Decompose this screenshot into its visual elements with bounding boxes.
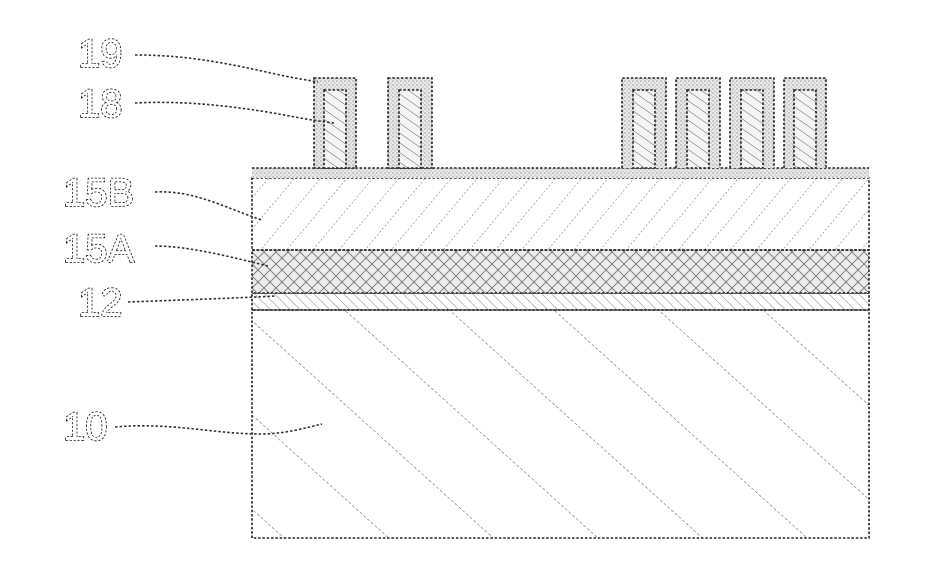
leader-10 (114, 423, 323, 435)
layer-15a-outline (251, 249, 870, 294)
substrate-layer-10 (252, 310, 869, 538)
layer-12-outline (251, 292, 870, 311)
leader-18 (134, 101, 335, 124)
label-19: 19 (78, 32, 123, 76)
fin-4 (686, 89, 710, 169)
label-18: 18 (78, 82, 123, 126)
leader-19 (134, 54, 319, 83)
label-15b: 15B (63, 171, 134, 215)
layer-15b-outline (251, 177, 870, 251)
layer-15a (252, 250, 869, 293)
label-15a: 15A (63, 227, 134, 271)
fin-2 (387, 77, 433, 169)
fin-3 (632, 89, 656, 169)
fin-5 (740, 89, 764, 169)
liner-19-top (252, 168, 869, 178)
fin-cluster (621, 77, 827, 169)
fin-1 (313, 77, 357, 169)
fin-6 (793, 89, 817, 169)
layer-15b (252, 178, 869, 250)
fin-group (313, 77, 827, 169)
substrate-outline (251, 309, 870, 539)
leader-15a (154, 245, 269, 267)
leader-12 (127, 295, 276, 303)
label-10: 10 (63, 405, 108, 449)
label-12: 12 (78, 281, 123, 325)
leader-15b (154, 191, 263, 221)
layer-12 (252, 293, 869, 310)
